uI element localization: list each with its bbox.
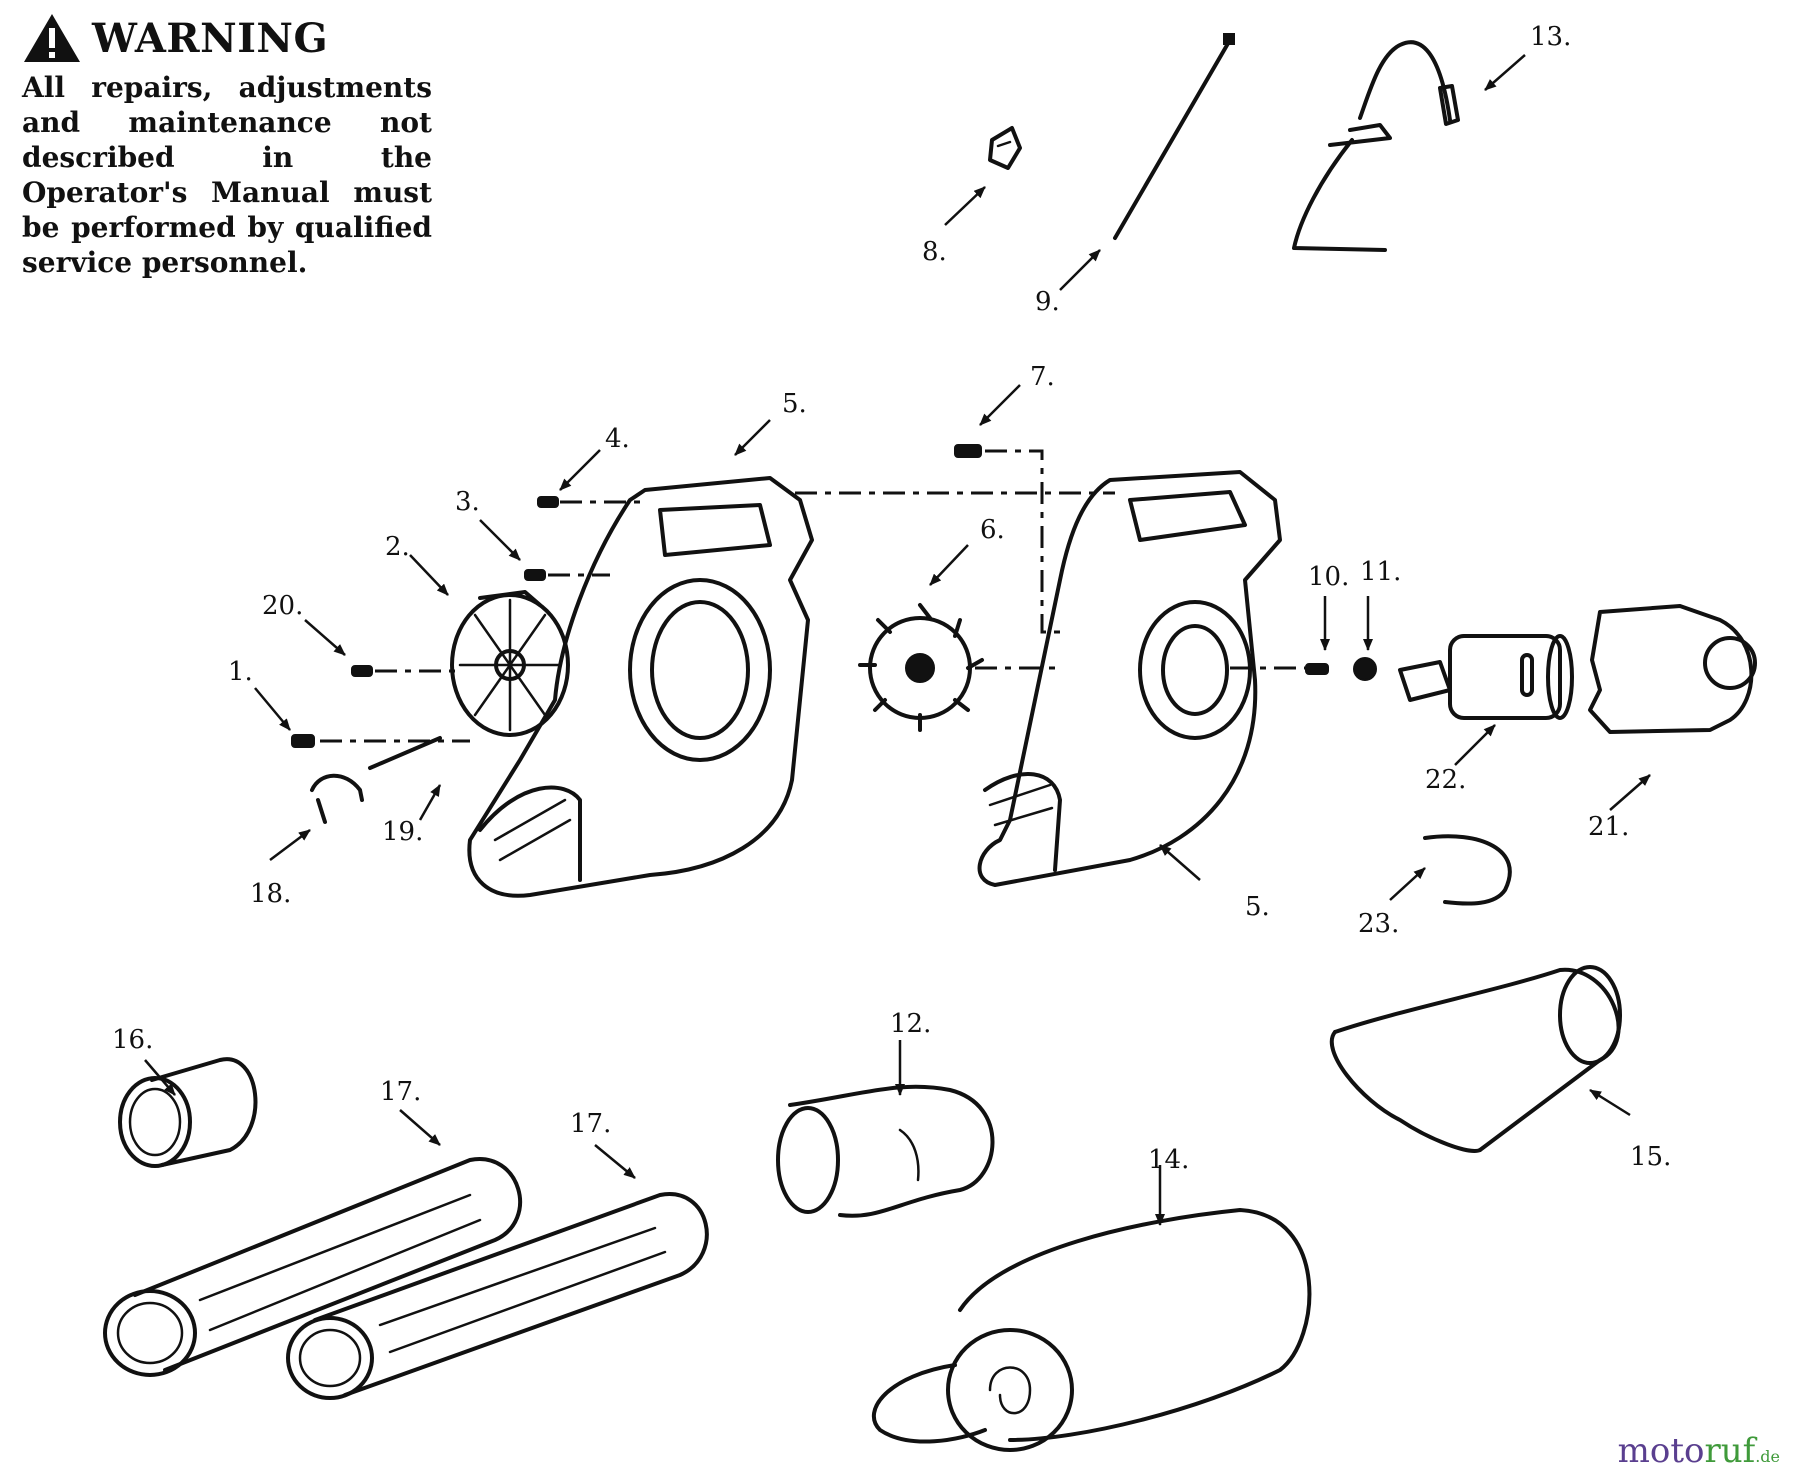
part-18-19-clip-pin — [310, 736, 442, 824]
callout-1: 1. — [228, 657, 253, 687]
callout-21: 21. — [1588, 812, 1629, 842]
callout-17-b: 17. — [570, 1109, 611, 1139]
part-5-left-housing — [467, 476, 814, 898]
part-16-coupling — [118, 1057, 258, 1168]
callout-20: 20. — [262, 591, 303, 621]
callout-2: 2. — [385, 532, 410, 562]
part-12-elbow — [776, 1084, 995, 1218]
part-9-rod — [1113, 33, 1235, 240]
assembly-lines — [320, 449, 1305, 743]
callout-18: 18. — [250, 879, 291, 909]
callout-14: 14. — [1148, 1145, 1189, 1175]
warning-triangle-icon — [24, 14, 80, 62]
warning-title: WARNING — [92, 14, 329, 62]
callout-3: 3. — [455, 487, 480, 517]
callout-4: 4. — [605, 424, 630, 454]
warning-text: All repairs, adjustments and maintenance… — [22, 71, 432, 279]
callout-23: 23. — [1358, 909, 1399, 939]
part-5-right-housing — [977, 470, 1282, 887]
callout-10: 10. — [1308, 562, 1349, 592]
screws — [291, 444, 1377, 748]
callout-8: 8. — [922, 237, 947, 267]
watermark-part-b: ruf — [1704, 1431, 1756, 1471]
callout-7: 7. — [1030, 362, 1055, 392]
callout-15: 15. — [1630, 1142, 1671, 1172]
warning-box: WARNING All repairs, adjustments and mai… — [22, 12, 442, 280]
watermark: motoruf.de — [1618, 1431, 1780, 1471]
part-17-tube-b — [286, 1192, 709, 1400]
callout-22: 22. — [1425, 765, 1466, 795]
callout-6: 6. — [980, 515, 1005, 545]
callout-labels: 1. 2. 3. 4. 5. 5. 6. 7. 8. 9. 10. 11. 12… — [112, 22, 1671, 1175]
part-14-bag — [872, 1208, 1312, 1452]
callout-5-top: 5. — [782, 389, 807, 419]
part-21-motor-housing — [1588, 604, 1757, 734]
callout-16: 16. — [112, 1025, 153, 1055]
watermark-part-a: moto — [1617, 1431, 1705, 1471]
part-13-cord — [1292, 40, 1460, 252]
part-22-motor — [1398, 634, 1574, 720]
part-15-nozzle — [1329, 965, 1622, 1153]
callout-13: 13. — [1530, 22, 1571, 52]
part-6-impeller — [858, 603, 984, 732]
part-23-clip-ring — [1423, 834, 1512, 906]
warning-header: WARNING — [22, 12, 442, 64]
callout-19: 19. — [382, 817, 423, 847]
callout-17-a: 17. — [380, 1077, 421, 1107]
part-8-clip — [988, 126, 1022, 170]
part-2-fan-cover — [450, 590, 570, 737]
callout-12: 12. — [890, 1009, 931, 1039]
callout-5-bottom: 5. — [1245, 892, 1270, 922]
leader-arrows — [144, 54, 1651, 1226]
part-17-tube-a — [103, 1157, 522, 1377]
callout-9: 9. — [1035, 287, 1060, 317]
watermark-suffix: .de — [1755, 1447, 1780, 1466]
callout-11: 11. — [1360, 557, 1401, 587]
